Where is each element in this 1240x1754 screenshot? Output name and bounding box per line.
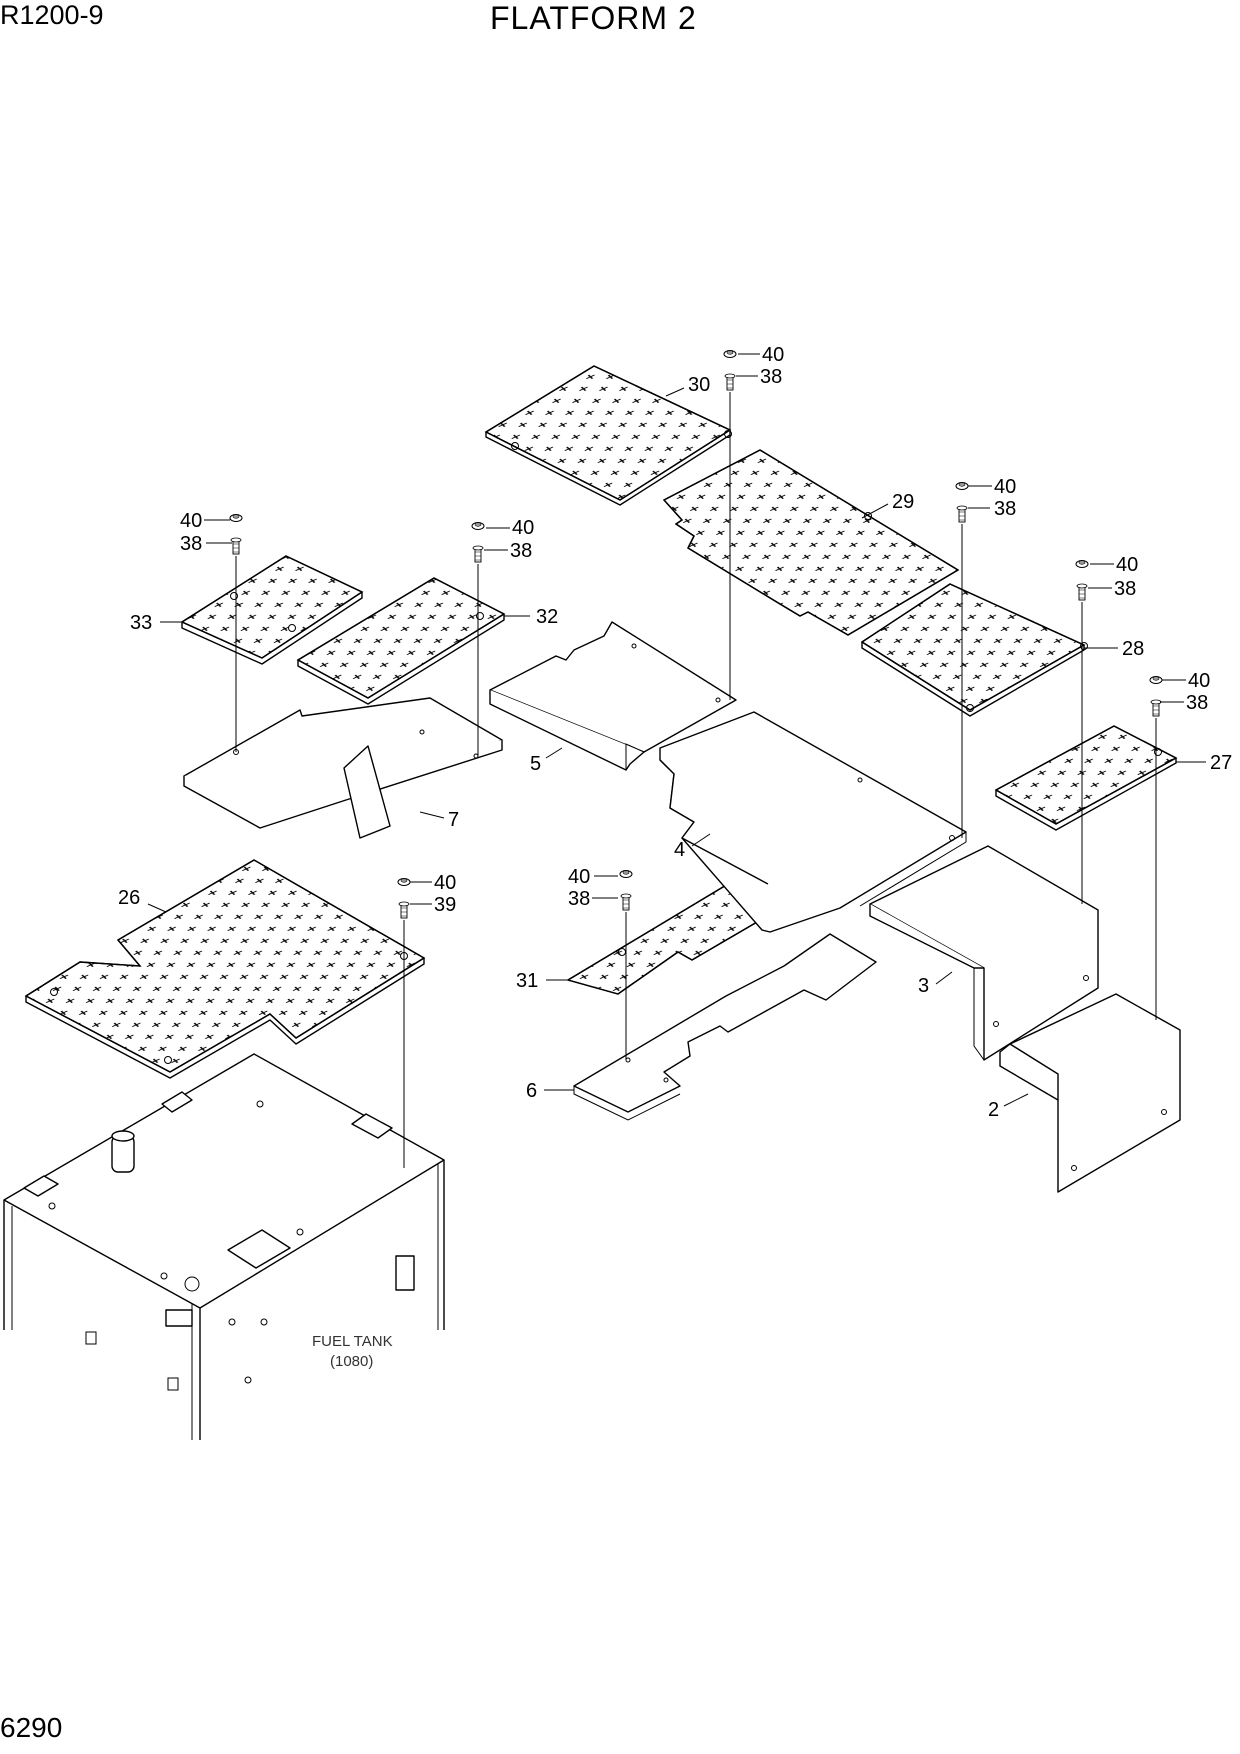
callout-labels: 40 38 33 40 38 32 40 38 30 29 40 38 40 3… [118, 344, 1232, 1121]
tread-plate-27 [994, 725, 1178, 831]
callout-38: 38 [568, 888, 590, 910]
callout-29: 29 [892, 491, 914, 513]
cover-box-2 [999, 993, 1181, 1193]
callout-5: 5 [530, 753, 541, 775]
callout-40: 40 [568, 866, 590, 888]
callout-6: 6 [526, 1080, 537, 1102]
callout-30: 30 [688, 374, 710, 396]
callout-38: 38 [510, 540, 532, 562]
bracket-tray-5 [489, 621, 737, 771]
callout-40: 40 [1188, 670, 1210, 692]
tread-plate-28 [860, 583, 1088, 717]
tread-plate-26 [24, 859, 426, 1079]
callout-38: 38 [180, 533, 202, 555]
panel-4 [659, 711, 967, 933]
callout-4: 4 [674, 839, 685, 861]
callout-38: 38 [1186, 692, 1208, 714]
callout-32: 32 [536, 606, 558, 628]
callout-38: 38 [760, 366, 782, 388]
model-number: R1200-9 [0, 0, 104, 30]
page-number: 6290 [0, 1712, 63, 1743]
leader-lines [147, 353, 1206, 1107]
tread-plate-29 [662, 449, 960, 636]
callout-38: 38 [1114, 578, 1136, 600]
alignment-lines [235, 392, 1157, 1168]
tread-plate-32 [296, 577, 506, 705]
fuel-tank-label: FUEL TANK [312, 1333, 393, 1350]
callout-2: 2 [988, 1099, 999, 1121]
page-title: FLATFORM 2 [490, 0, 697, 36]
callout-7: 7 [448, 809, 459, 831]
callout-33: 33 [130, 612, 152, 634]
callout-26: 26 [118, 887, 140, 909]
callout-40: 40 [994, 476, 1016, 498]
callout-40: 40 [512, 517, 534, 539]
callout-3: 3 [918, 975, 929, 997]
plate-7 [183, 697, 503, 839]
tread-plate-33 [180, 555, 364, 665]
cover-box-3 [869, 845, 1099, 1061]
callout-39: 39 [434, 894, 456, 916]
callout-40: 40 [434, 872, 456, 894]
callout-27: 27 [1210, 752, 1232, 774]
callout-31: 31 [516, 970, 538, 992]
callout-40: 40 [1116, 554, 1138, 576]
callout-38: 38 [994, 498, 1016, 520]
callout-40: 40 [180, 510, 202, 532]
fuel-tank: FUEL TANK (1080) [3, 1053, 445, 1440]
fuel-tank-ref: (1080) [330, 1353, 373, 1370]
callout-28: 28 [1122, 638, 1144, 660]
callout-40: 40 [762, 344, 784, 366]
